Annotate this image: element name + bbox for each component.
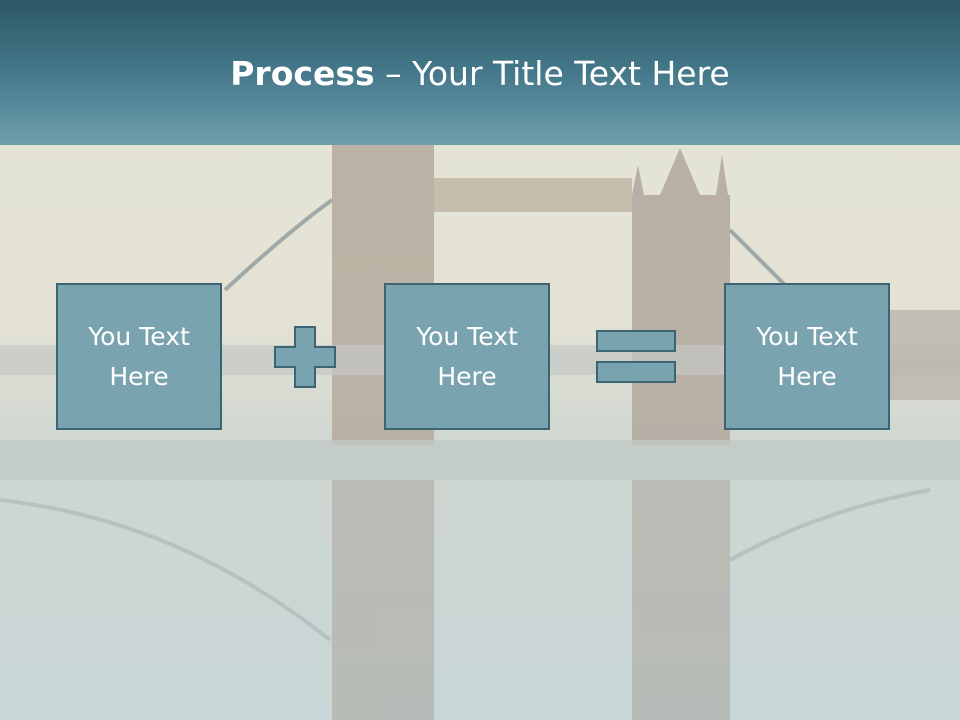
process-box-1-text: You Text Here: [88, 321, 190, 391]
bridge-tower-right: [632, 148, 730, 445]
equals-icon: [596, 330, 676, 383]
slide-title: Process – Your Title Text Here: [0, 52, 960, 96]
process-box-3: You Text Here: [724, 283, 890, 430]
process-box-1: You Text Here: [56, 283, 222, 430]
title-rest: – Your Title Text Here: [374, 54, 730, 93]
process-box-2: You Text Here: [384, 283, 550, 430]
title-bold: Process: [230, 54, 375, 93]
process-box-2-text: You Text Here: [416, 321, 518, 391]
plus-icon: [274, 326, 336, 388]
process-box-3-text: You Text Here: [756, 321, 858, 391]
title-bar: [0, 0, 960, 145]
